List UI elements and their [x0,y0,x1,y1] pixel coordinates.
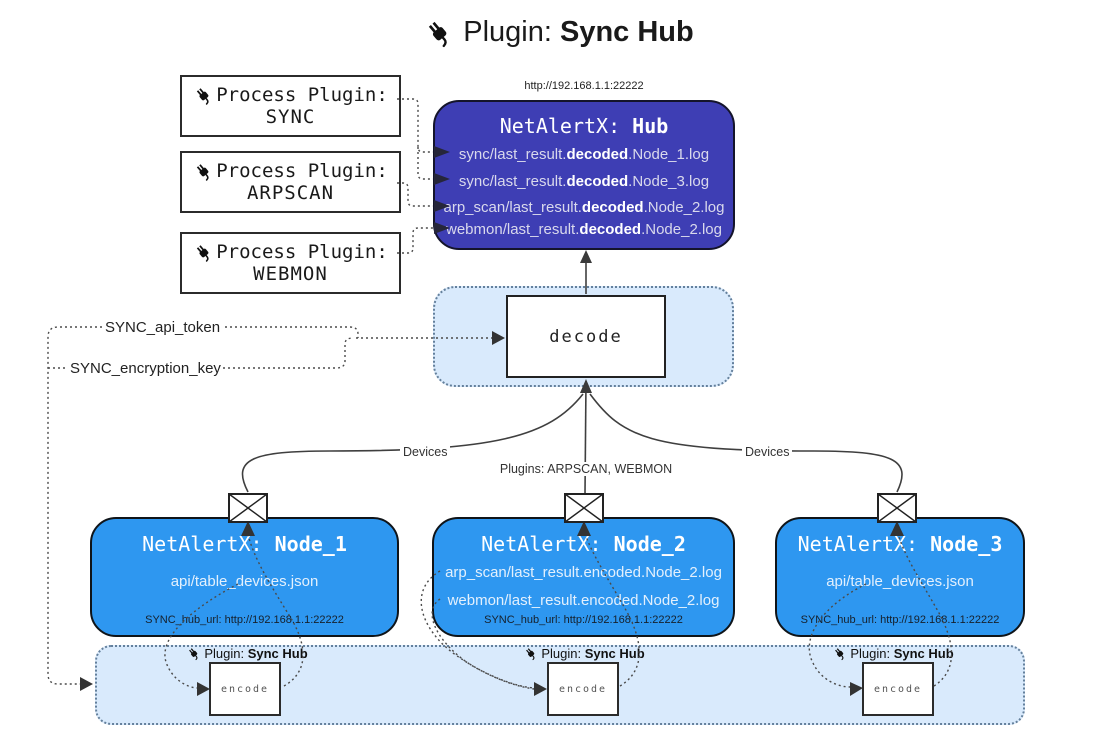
node-file: webmon/last_result.encoded.Node_2.log [447,592,720,609]
edge-apitoken-right [215,326,359,338]
process-plugin-arpscan: Process Plugin: ARPSCAN [180,151,401,213]
encode-box: encode [862,662,934,716]
edge-arpscan-to-log3 [397,182,433,207]
sync-encryption-key-label: SYNC_encryption_key [68,360,223,377]
process-plugin-sync: Process Plugin: SYNC [180,75,401,137]
sync-plugin-label: Plugin: Sync Hub [523,646,645,661]
node-file: arp_scan/last_result.encoded.Node_2.log [445,564,722,581]
process-plugin-webmon: Process Plugin: WEBMON [180,232,401,294]
envelope-icon [564,493,604,523]
plug-icon [429,21,448,47]
edge-nodes-to-decode [584,380,587,494]
page-title: Plugin: Sync Hub [0,16,1117,49]
hub-title: NetAlertX: Hub [499,114,669,138]
process-plugin-label: Process Plugin: [216,160,388,182]
edge-sync-to-log2 [417,147,433,180]
node-1-box: NetAlertX: Node_1 api/table_devices.json… [90,517,399,637]
hub-log-line: arp_scan/last_result.decoded.Node_2.log [443,199,725,216]
plug-icon [189,648,198,661]
plug-icon [197,87,209,105]
process-plugin-name: WEBMON [253,263,328,285]
node-2-box: NetAlertX: Node_2 arp_scan/last_result.e… [432,517,735,637]
hub-log-line: sync/last_result.decoded.Node_3.log [458,173,710,190]
node-file: api/table_devices.json [826,573,974,590]
edge-sync-to-log1 [397,98,433,153]
edge-enckey-right [223,337,354,369]
page-title-text: Plugin: Sync Hub [463,16,694,48]
plugins-label: Plugins: ARPSCAN, WEBMON [496,462,676,476]
envelope-icon [228,493,268,523]
arrowhead-bar [80,677,93,691]
hub-url-label: http://192.168.1.1:22222 [524,80,644,92]
edge-token-bus-left [47,326,102,685]
process-plugin-name: SYNC [265,106,316,128]
node-hub-url: SYNC_hub_url: http://192.168.1.1:22222 [484,614,683,626]
sync-plugin-label: Plugin: Sync Hub [832,646,954,661]
plug-icon [197,163,209,181]
sync-api-token-label: SYNC_api_token [103,319,223,336]
node-title: NetAlertX: Node_1 [142,532,347,556]
decode-box: decode [506,295,666,378]
envelope-icon [877,493,917,523]
node-3-box: NetAlertX: Node_3 api/table_devices.json… [775,517,1025,637]
encode-box: encode [209,662,281,716]
hub-log-line: sync/last_result.decoded.Node_1.log [458,146,710,163]
edge-node1-devices [241,393,584,493]
process-plugin-name: ARPSCAN [246,182,335,204]
edge-node3-devices [589,393,903,493]
node-title: NetAlertX: Node_3 [797,532,1003,556]
node-title: NetAlertX: Node_2 [481,532,686,556]
encode-box: encode [547,662,619,716]
process-plugin-label: Process Plugin: [216,241,388,263]
edge-webmon-to-log4 [397,227,433,254]
node-hub-url: SYNC_hub_url: http://192.168.1.1:22222 [145,614,344,626]
plug-icon [197,244,209,262]
hub-log-line: webmon/last_result.decoded.Node_2.log [446,221,722,238]
plug-icon [835,648,844,661]
devices-label-left: Devices [400,445,451,459]
hub-box: NetAlertX: Hub sync/last_result.decoded.… [433,100,735,250]
node-hub-url: SYNC_hub_url: http://192.168.1.1:22222 [800,614,1000,626]
plug-icon [526,648,535,661]
sync-plugin-label: Plugin: Sync Hub [186,646,308,661]
devices-label-right: Devices [742,445,793,459]
process-plugin-label: Process Plugin: [216,84,388,106]
node-file: api/table_devices.json [170,573,319,590]
arrowhead-hub [580,250,592,263]
